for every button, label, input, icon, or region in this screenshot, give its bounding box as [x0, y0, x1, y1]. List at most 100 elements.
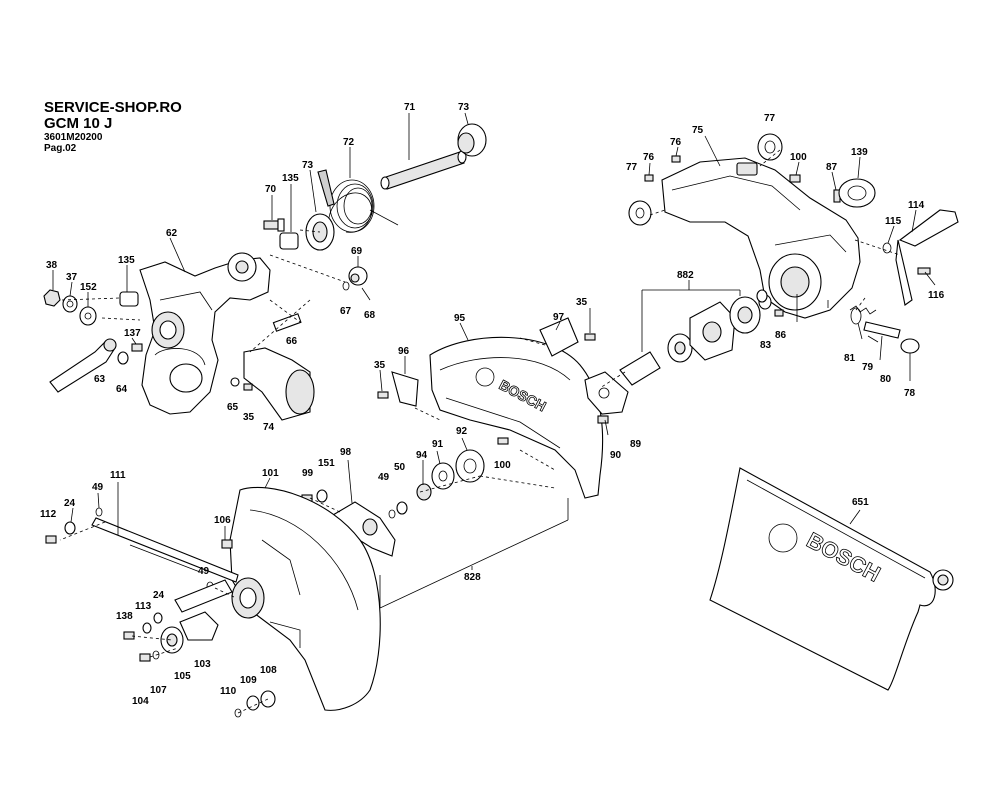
label-37: 37 [66, 272, 78, 283]
label-828: 828 [464, 572, 481, 583]
part-94-bolt [416, 483, 432, 501]
label-62: 62 [166, 228, 178, 239]
label-98: 98 [340, 447, 352, 458]
part-81-spring [849, 305, 877, 325]
part-77-flange [628, 200, 652, 226]
label-115: 115 [885, 216, 902, 227]
part-114-lever [895, 209, 959, 306]
label-76: 76 [670, 137, 682, 148]
part-70-screw [263, 218, 285, 232]
leader-lines [52, 112, 936, 540]
part-73-cap [457, 123, 487, 157]
label-71: 71 [404, 102, 416, 113]
label-101: 101 [262, 468, 279, 479]
label-105: 105 [174, 671, 191, 682]
part-828-bracket-callout [379, 498, 569, 609]
label-91: 91 [432, 439, 444, 450]
part-109-washer [246, 695, 260, 711]
part-106-screw [221, 539, 233, 549]
label-73: 73 [458, 102, 470, 113]
part-151-washer [316, 489, 328, 503]
label-72: 72 [343, 137, 355, 148]
part-112-screw [45, 535, 57, 544]
label-139: 139 [851, 147, 868, 158]
part-108-bushing [260, 690, 276, 708]
part-24-washer [64, 521, 76, 535]
label-81: 81 [844, 353, 856, 364]
label-35: 35 [243, 412, 255, 423]
part-35-screw [584, 333, 596, 341]
label-100: 100 [790, 152, 807, 163]
part-100-screw [497, 437, 509, 445]
label-96: 96 [398, 346, 410, 357]
part-24-washer [153, 612, 163, 624]
part-138-screw [123, 631, 135, 640]
part-49-washer [95, 507, 103, 517]
label-73: 73 [302, 160, 314, 171]
label-135: 135 [282, 173, 299, 184]
label-138: 138 [116, 611, 133, 622]
label-137: 137 [124, 328, 141, 339]
label-99: 99 [302, 468, 314, 479]
part-111-link-arm [91, 517, 239, 583]
label-92: 92 [456, 426, 468, 437]
part-65-clip [230, 377, 240, 387]
part-113-washer [142, 622, 152, 634]
label-49: 49 [92, 482, 104, 493]
label-108: 108 [260, 665, 277, 676]
part-110-screw [234, 708, 242, 718]
label-100: 100 [494, 460, 511, 471]
label-64: 64 [116, 384, 128, 395]
part-139-bracket [838, 178, 876, 208]
label-95: 95 [454, 313, 466, 324]
part-97-plate [539, 317, 579, 357]
part-38-nut [43, 289, 61, 307]
page-number: Pag.02 [44, 143, 77, 154]
label-651: 651 [852, 497, 869, 508]
part-77-flange [757, 133, 783, 161]
part-91-flange [431, 462, 455, 490]
label-111: 111 [110, 470, 126, 481]
label-65: 65 [227, 402, 239, 413]
label-110: 110 [220, 686, 237, 697]
part-103-bracket [174, 579, 233, 641]
part-75-motor-housing [661, 157, 861, 319]
label-24: 24 [64, 498, 76, 509]
label-83: 83 [760, 340, 772, 351]
shop-name: SERVICE-SHOP.RO [44, 99, 182, 116]
label-74: 74 [263, 422, 275, 433]
label-107: 107 [150, 685, 167, 696]
part-67-ring [342, 281, 350, 291]
part-73-bearing [305, 213, 335, 251]
part-74-dust-nozzle [243, 347, 315, 421]
label-35: 35 [576, 297, 588, 308]
label-112: 112 [40, 509, 57, 520]
part-71-shaft [380, 150, 467, 190]
label-75: 75 [692, 125, 704, 136]
part-35-screw [243, 383, 253, 391]
part-number-labels: 71 73 72 73 135 70 75 76 77 77 76 100 87… [40, 102, 945, 707]
label-135: 135 [118, 255, 135, 266]
label-114: 114 [908, 200, 925, 211]
label-67: 67 [340, 306, 352, 317]
label-106: 106 [214, 515, 231, 526]
part-89-bracket [584, 371, 629, 415]
label-49: 49 [378, 472, 390, 483]
label-94: 94 [416, 450, 428, 461]
label-86: 86 [775, 330, 787, 341]
part-116-screw [917, 267, 931, 275]
part-83-gear-shaft [756, 289, 768, 303]
part-92-flange [455, 449, 485, 483]
label-97: 97 [553, 312, 565, 323]
part-104-screw [139, 653, 151, 662]
label-49: 49 [198, 566, 210, 577]
label-109: 109 [240, 675, 257, 686]
part-105-bushing [160, 626, 184, 654]
label-90: 90 [610, 450, 622, 461]
label-66: 66 [286, 336, 298, 347]
label-113: 113 [135, 601, 152, 612]
label-78: 78 [904, 388, 916, 399]
label-50: 50 [394, 462, 406, 473]
label-104: 104 [132, 696, 149, 707]
